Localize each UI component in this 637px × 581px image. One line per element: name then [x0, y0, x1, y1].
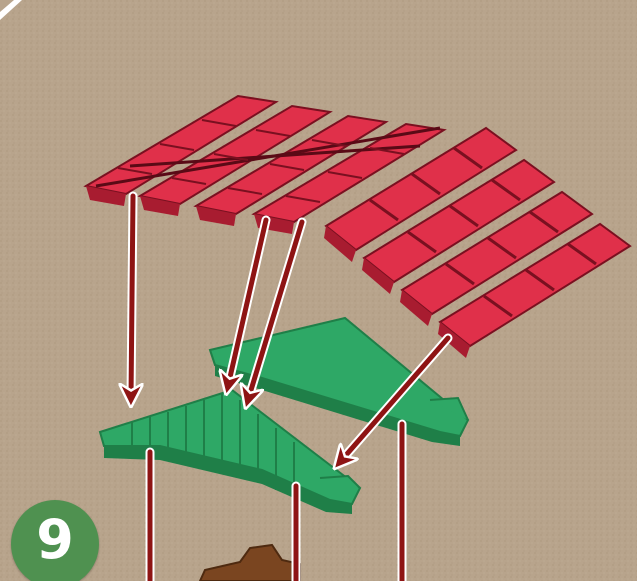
step-number-badge: 9	[11, 500, 99, 581]
step-number: 9	[36, 508, 74, 571]
